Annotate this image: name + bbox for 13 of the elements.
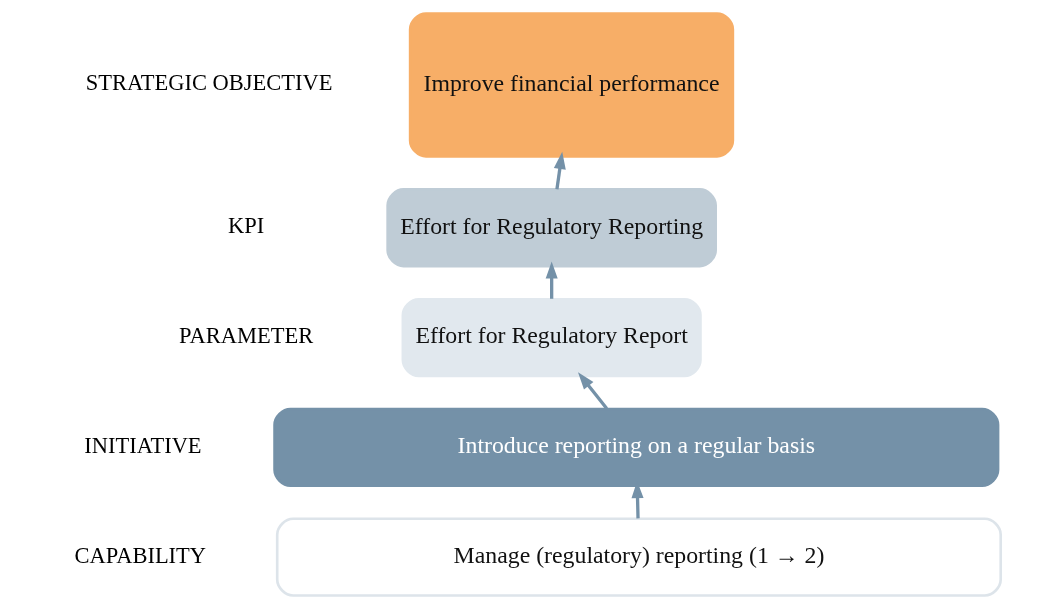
node-box: Effort for Regulatory Reporting: [386, 188, 717, 268]
label: INITIATIVE: [84, 432, 202, 458]
arrow: [553, 151, 566, 190]
node-box: Manage (regulatory) reporting (1 → 2): [275, 517, 1003, 597]
label: KPI: [228, 213, 265, 239]
arrow: [545, 261, 558, 299]
node-box: Effort for Regulatory Report: [401, 297, 702, 378]
node-box: Improve financial performance: [408, 12, 735, 158]
node-box: Introduce reporting on a regular basis: [273, 407, 1000, 488]
arrow: [578, 372, 608, 410]
label: PARAMETER: [179, 322, 314, 348]
label: STRATEGIC OBJECTIVE: [85, 70, 333, 96]
label: CAPABILITY: [74, 542, 207, 568]
